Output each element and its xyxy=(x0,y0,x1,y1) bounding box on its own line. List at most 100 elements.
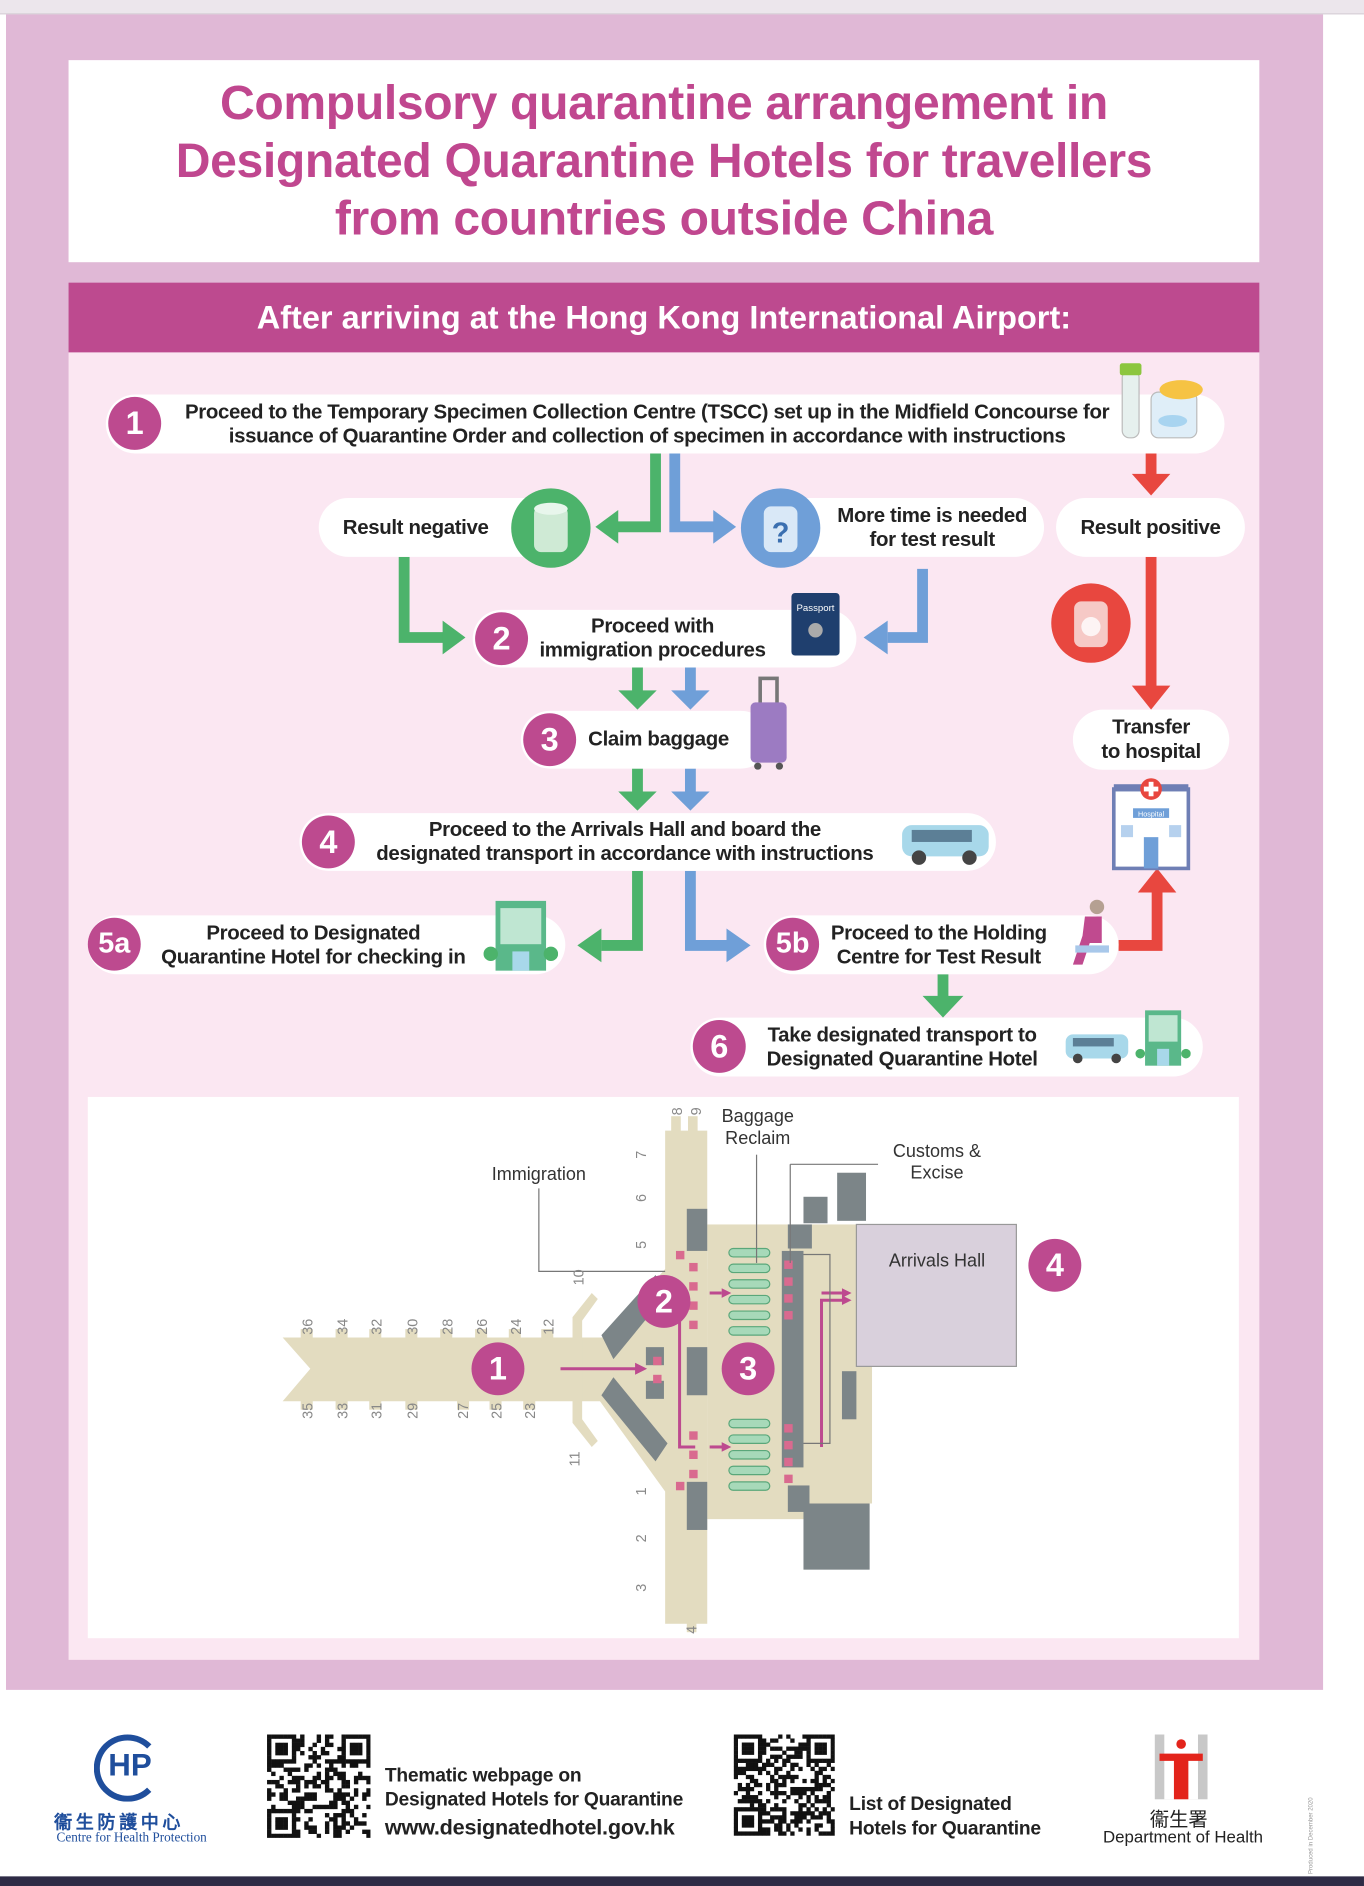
baggage-belt xyxy=(728,1449,771,1460)
result-positive-label: Result positive xyxy=(1080,515,1221,539)
van-icon-small xyxy=(1065,1034,1129,1064)
map-label-arrivals-hall: Arrivals Hall xyxy=(888,1250,986,1272)
gate-number: 30 xyxy=(404,1318,421,1335)
step-5a-line-2: Quarantine Hotel for checking in xyxy=(161,944,466,968)
qr2-line-1: List of Designated xyxy=(849,1794,1012,1816)
gate-number: 33 xyxy=(334,1402,352,1419)
hotel-icon xyxy=(483,900,559,971)
negative-tube-icon xyxy=(511,488,591,568)
gate-number: 26 xyxy=(473,1318,491,1335)
step-6-badge: 6 xyxy=(692,1019,746,1073)
title-box: Compulsory quarantine arrangement in Des… xyxy=(68,60,1260,263)
gate-number: 12 xyxy=(540,1318,557,1335)
step-1-pill: Proceed to the Temporary Specimen Collec… xyxy=(105,394,1225,454)
gate-number: 35 xyxy=(299,1402,317,1419)
gate-number: 24 xyxy=(507,1318,525,1335)
step-1-line-1: Proceed to the Temporary Specimen Collec… xyxy=(184,399,1110,423)
qr-code-thematic-webpage[interactable] xyxy=(267,1734,371,1838)
baggage-belt xyxy=(728,1310,771,1321)
green-arrow-to-5a xyxy=(601,870,643,951)
step-5b-line-2: Centre for Test Result xyxy=(836,944,1042,968)
baggage-belt xyxy=(728,1263,771,1274)
gate-number: 10 xyxy=(570,1269,587,1286)
map-marker-2: 2 xyxy=(637,1274,691,1328)
hospital-icon: Hospital xyxy=(1111,778,1191,871)
step-6-line-1: Take designated transport to xyxy=(767,1022,1037,1046)
qr2-line-2: Hotels for Quarantine xyxy=(849,1818,1041,1840)
specimen-tubes-icon xyxy=(1119,363,1203,439)
chp-chinese-name: 衞生防護中心 xyxy=(54,1812,185,1834)
map-label-immigration: Immigration xyxy=(491,1164,586,1185)
map-marker-4: 4 xyxy=(1028,1238,1082,1292)
baggage-belt xyxy=(728,1481,771,1491)
baggage-belt xyxy=(728,1434,771,1444)
hotel-icon-small xyxy=(1135,1010,1191,1066)
arrivals-hall-area xyxy=(855,1223,1017,1367)
step-5a-badge: 5a xyxy=(87,917,141,971)
positive-tube-icon xyxy=(1051,583,1131,663)
gate-number: 23 xyxy=(522,1402,539,1419)
blue-arrow-to-more-time xyxy=(669,453,717,533)
airport-floorplan xyxy=(282,1116,1017,1633)
suitcase-icon xyxy=(750,676,787,770)
green-arrow-to-negative xyxy=(615,453,661,533)
step-2-badge: 2 xyxy=(475,612,529,666)
gate-number: 4 xyxy=(683,1625,701,1634)
baggage-belt xyxy=(728,1326,771,1336)
qr1-url[interactable]: www.designatedhotel.gov.hk xyxy=(384,1815,675,1840)
gate-number: 25 xyxy=(488,1402,506,1419)
title-line-2: Designated Quarantine Hotels for travell… xyxy=(175,134,1153,188)
doh-chinese-name: 衞生署 xyxy=(1149,1810,1208,1831)
gate-number: 9 xyxy=(688,1107,705,1116)
step-5b-badge: 5b xyxy=(766,917,820,971)
gate-number: 11 xyxy=(566,1451,584,1467)
gate-number: 2 xyxy=(632,1534,650,1543)
baggage-belt xyxy=(728,1247,771,1258)
result-positive-pill: Result positive xyxy=(1056,497,1245,557)
qr-code-hotel-list[interactable] xyxy=(733,1734,835,1837)
red-arrow-to-hospital xyxy=(1118,890,1163,951)
baggage-belt xyxy=(728,1418,771,1429)
gate-number: 34 xyxy=(334,1318,352,1335)
step-4-line-2: designated transport in accordance with … xyxy=(376,841,874,865)
transfer-line-1: Transfer xyxy=(1112,715,1190,739)
bottom-bar xyxy=(0,1876,1364,1886)
gate-number: 5 xyxy=(632,1240,650,1249)
pending-tube-icon: ? xyxy=(740,488,821,568)
gate-number: 29 xyxy=(404,1402,421,1419)
map-marker-3: 3 xyxy=(721,1342,775,1396)
baggage-belt xyxy=(728,1465,771,1476)
blue-arrow-to-step2 xyxy=(887,568,928,643)
baggage-belt xyxy=(728,1294,771,1305)
gate-number: 36 xyxy=(299,1318,317,1335)
produced-date: Produced in December 2020 xyxy=(1307,1797,1315,1874)
step-1-badge: 1 xyxy=(108,396,162,450)
chp-logo-text: HP xyxy=(108,1746,152,1783)
title-line-3: from countries outside China xyxy=(334,192,994,246)
gate-number: 31 xyxy=(368,1402,385,1419)
result-negative-label: Result negative xyxy=(342,515,489,539)
gate-number: 28 xyxy=(439,1318,456,1335)
department-of-health-logo xyxy=(1154,1734,1208,1800)
footer xyxy=(0,1689,1364,1877)
step-1-line-2: issuance of Quarantine Order and collect… xyxy=(228,423,1066,447)
seated-person-icon xyxy=(1072,899,1109,965)
gate-number: 6 xyxy=(632,1193,650,1203)
map-marker-1: 1 xyxy=(471,1342,525,1396)
gate-number: 8 xyxy=(668,1107,686,1116)
svg-text:Hospital: Hospital xyxy=(1138,810,1164,819)
qr1-line-1: Thematic webpage on xyxy=(384,1765,582,1787)
more-time-line-2: for test result xyxy=(869,527,996,551)
title-line-1: Compulsory quarantine arrangement in xyxy=(219,76,1108,130)
flow-arrows xyxy=(398,453,1177,1018)
chp-english-name: Centre for Health Protection xyxy=(56,1830,207,1846)
svg-text:?: ? xyxy=(772,517,790,549)
step-6-line-2: Designated Quarantine Hotel xyxy=(766,1047,1038,1070)
gate-number: 7 xyxy=(632,1150,650,1159)
